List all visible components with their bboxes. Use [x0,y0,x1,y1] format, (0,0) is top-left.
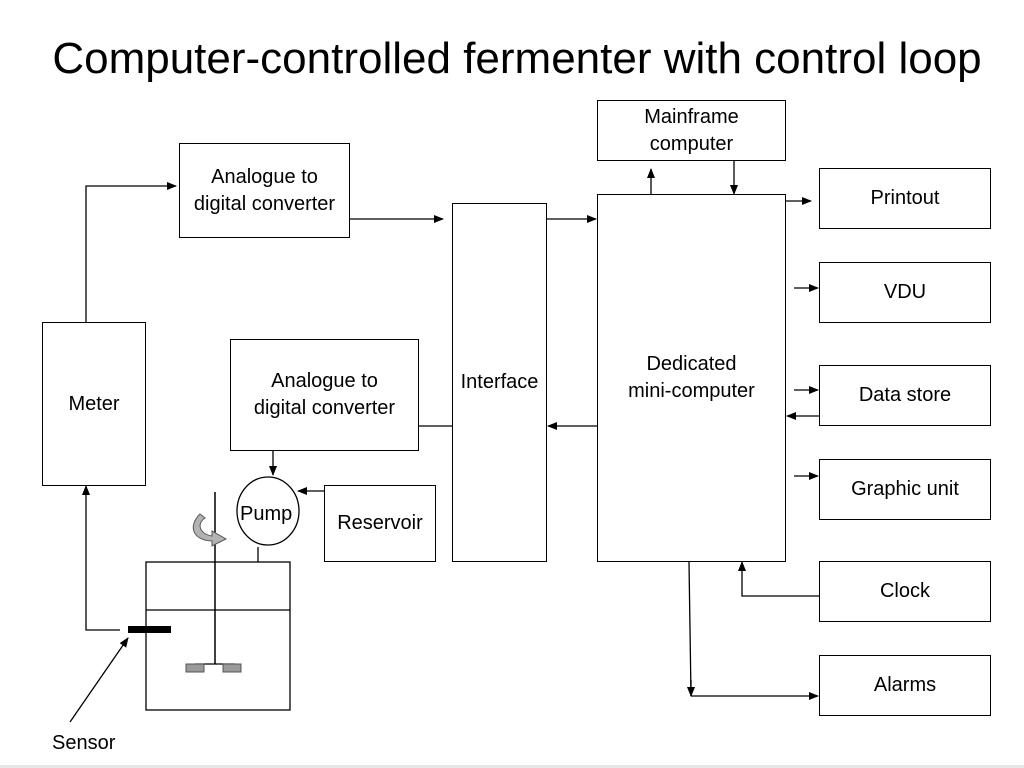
data-store-box: Data store [819,365,991,426]
sensor-pointer-arrow [69,637,129,723]
clock-label: Clock [879,580,930,602]
interface-label: Interface [460,371,539,393]
alarms-label: Alarms [873,674,937,696]
adc-mid-box: Analogue to digital converter [230,339,419,451]
sensor-label: Sensor [52,732,116,754]
reservoir-label: Reservoir [337,512,423,534]
vdu-label: VDU [883,281,927,303]
printout-box: Printout [819,168,991,229]
meter-label: Meter [68,392,120,415]
alarms-box: Alarms [819,655,991,716]
sensor-bar [128,626,171,633]
mainframe-computer-box: Mainframe computer [597,100,786,161]
adc-top-box: Analogue to digital converter [179,143,350,238]
mainframe-line-1: Mainframe [644,105,739,128]
minicomputer-line-2: mini-computer [628,380,755,402]
reservoir-box: Reservoir [324,485,436,562]
graphic-unit-label: Graphic unit [851,478,959,500]
mainframe-line-2: computer [649,132,734,155]
data-store-label: Data store [858,384,952,406]
interface-box: Interface [452,203,547,562]
minicomputer-to-alarms-line [688,561,692,697]
pump-label: Pump [240,503,293,525]
adc-mid-line-2: digital converter [253,397,396,419]
minicomputer-box: Dedicated mini-computer [597,194,786,562]
fermenter-vessel [145,561,291,711]
adc-top-line-2: digital converter [193,192,336,215]
clock-to-minicomputer-arrow [738,561,819,597]
bottom-rule [0,765,1024,768]
meter-to-adc-arrow [85,182,177,322]
pump-circle [236,476,300,546]
rotation-arrow-icon [192,513,228,547]
graphic-unit-box: Graphic unit [819,459,991,520]
page-title: Computer-controlled fermenter with contr… [52,34,982,83]
adc-mid-line-1: Analogue to [271,370,378,392]
clock-box: Clock [819,561,991,622]
minicomputer-line-1: Dedicated [646,353,737,375]
adc-top-line-1: Analogue to [211,165,318,188]
sensor-to-meter-arrow [82,485,120,631]
meter-box: Meter [42,322,146,486]
printout-label: Printout [870,187,940,209]
stirrer [185,492,242,673]
vdu-box: VDU [819,262,991,323]
